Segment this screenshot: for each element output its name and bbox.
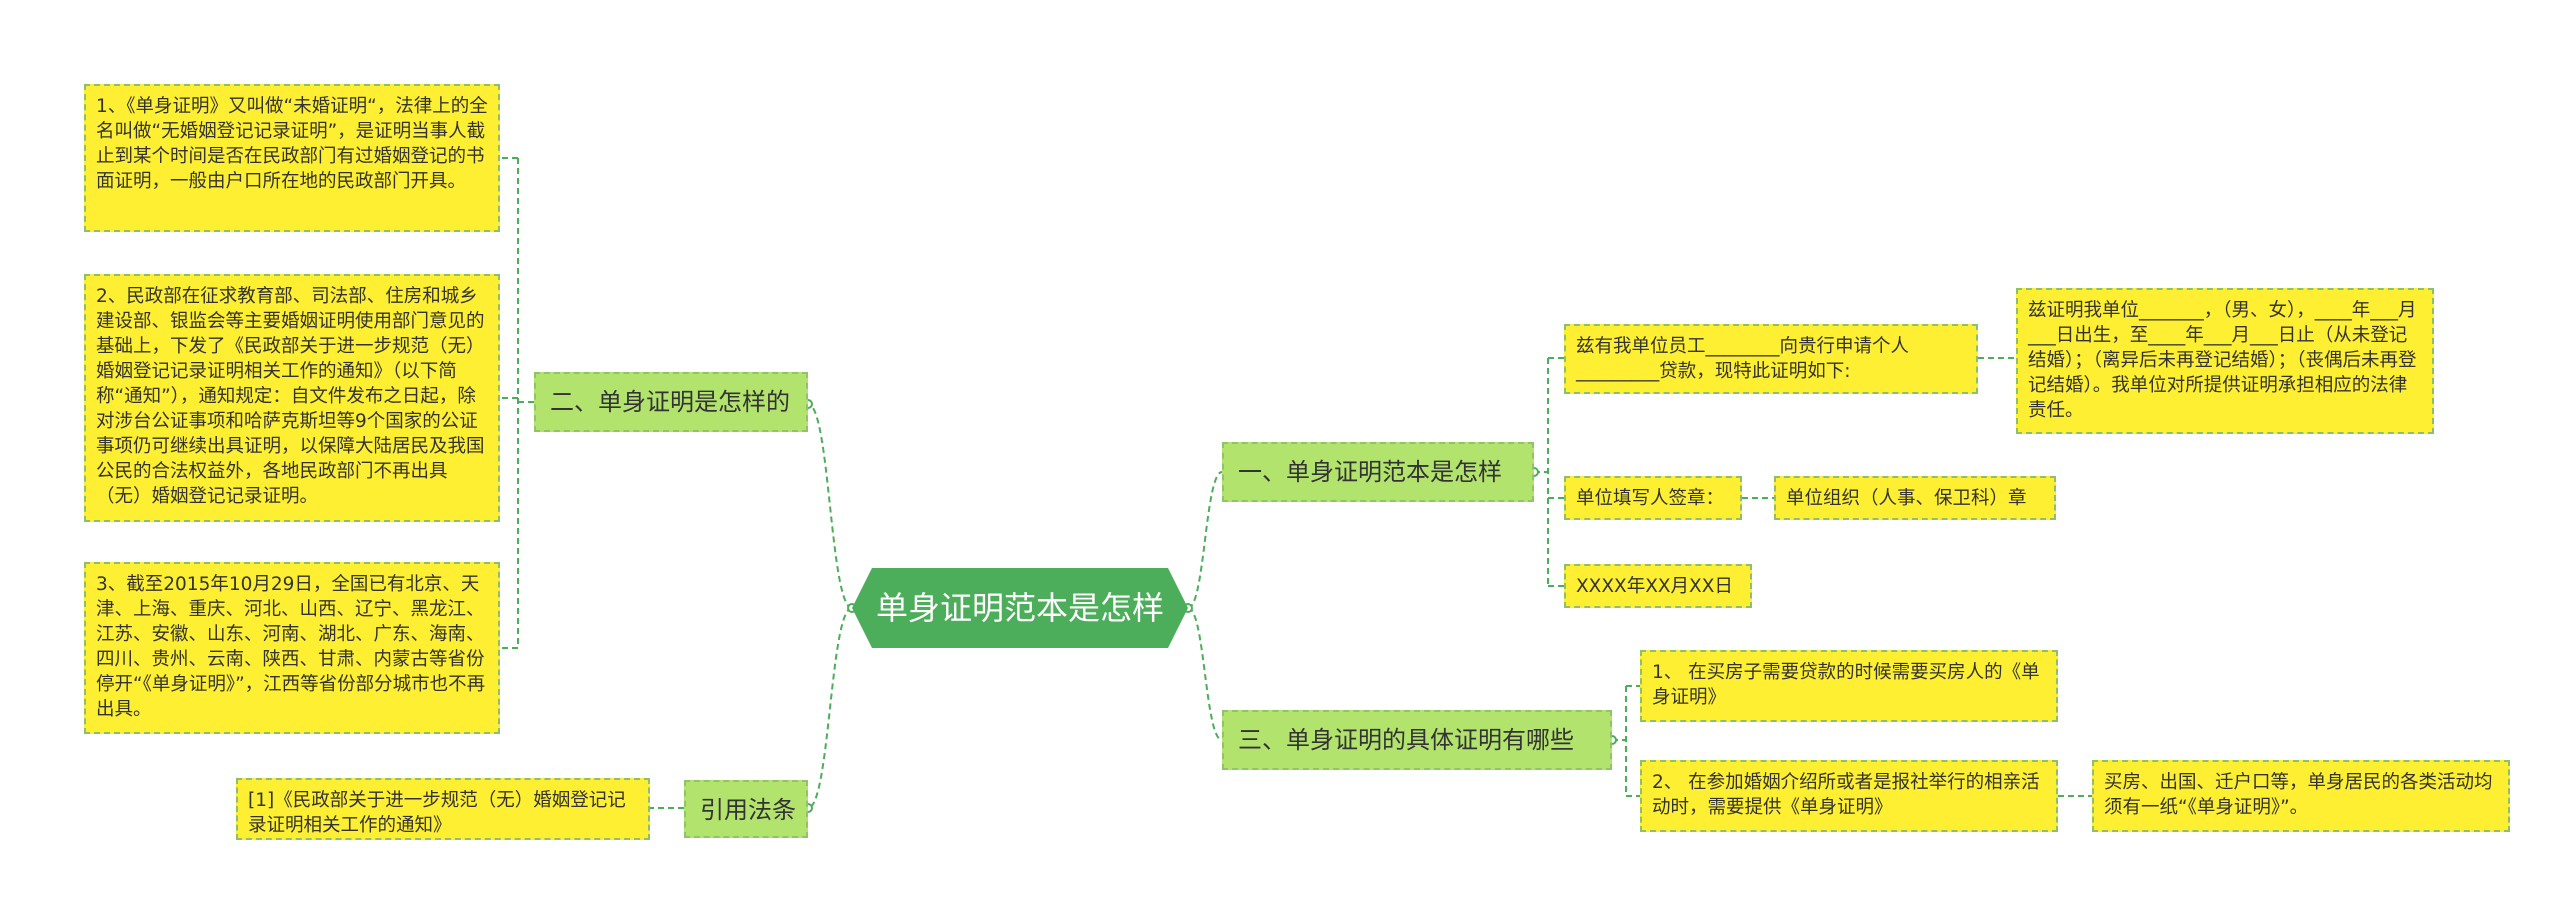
leaf-other-activities[interactable]: 买房、出国、迁户口等，单身居民的各类活动均须有一纸“《单身证明》”。 [2092,760,2510,832]
leaf-text: 兹有我单位员工________向贵行申请个人_________贷款，现特此证明如… [1576,336,1910,382]
branch-certificate-template[interactable]: 一、单身证明范本是怎样 [1222,442,1534,502]
leaf-text: XXXX年XX月XX日 [1576,576,1733,597]
leaf-text: 单位填写人签章： [1576,488,1725,509]
leaf-provinces-stopped[interactable]: 3、截至2015年10月29日，全国已有北京、天津、上海、重庆、河北、山西、辽宁… [84,562,500,734]
leaf-text: 2、民政部在征求教育部、司法部、住房和城乡建设部、银监会等主要婚姻证明使用部门意… [96,286,485,507]
leaf-text: 1、《单身证明》又叫做“未婚证明“，法律上的全名叫做“无婚姻登记记录证明”，是证… [96,96,488,192]
leaf-house-loan[interactable]: 1、 在买房子需要贷款的时候需要买房人的《单身证明》 [1640,650,2058,722]
leaf-ministry-notice[interactable]: 2、民政部在征求教育部、司法部、住房和城乡建设部、银监会等主要婚姻证明使用部门意… [84,274,500,522]
leaf-text: 单位组织（人事、保卫科）章 [1786,488,2027,509]
leaf-citation[interactable]: [1]《民政部关于进一步规范（无）婚姻登记记录证明相关工作的通知》 [236,778,650,840]
branch-cited-laws[interactable]: 引用法条 [684,780,808,838]
leaf-text: [1]《民政部关于进一步规范（无）婚姻登记记录证明相关工作的通知》 [248,790,626,836]
leaf-text: 1、 在买房子需要贷款的时候需要买房人的《单身证明》 [1652,662,2040,708]
leaf-text: 2、 在参加婚姻介绍所或者是报社举行的相亲活动时，需要提供《单身证明》 [1652,772,2040,818]
leaf-text: 兹证明我单位_______，（男、女），____年___月___日出生，至___… [2028,300,2417,421]
leaf-text: 买房、出国、迁户口等，单身居民的各类活动均须有一纸“《单身证明》”。 [2104,772,2493,818]
branch-label: 二、单身证明是怎样的 [550,388,790,416]
branch-label: 引用法条 [700,796,796,824]
branch-label: 三、单身证明的具体证明有哪些 [1238,726,1574,754]
leaf-template-body[interactable]: 兹证明我单位_______，（男、女），____年___月___日出生，至___… [2016,288,2434,434]
root-topic[interactable]: 单身证明范本是怎样 [852,568,1188,648]
root-topic-label: 单身证明范本是怎样 [875,589,1164,627]
leaf-date[interactable]: XXXX年XX月XX日 [1564,564,1752,608]
leaf-text: 3、截至2015年10月29日，全国已有北京、天津、上海、重庆、河北、山西、辽宁… [96,574,486,720]
leaf-signature[interactable]: 单位填写人签章： [1564,476,1742,520]
branch-label: 一、单身证明范本是怎样 [1238,458,1502,486]
leaf-matchmaking[interactable]: 2、 在参加婚姻介绍所或者是报社举行的相亲活动时，需要提供《单身证明》 [1640,760,2058,832]
leaf-organization-stamp[interactable]: 单位组织（人事、保卫科）章 [1774,476,2056,520]
branch-specific-uses[interactable]: 三、单身证明的具体证明有哪些 [1222,710,1612,770]
leaf-template-intro[interactable]: 兹有我单位员工________向贵行申请个人_________贷款，现特此证明如… [1564,324,1978,394]
branch-what-is-single-certificate[interactable]: 二、单身证明是怎样的 [534,372,808,432]
leaf-definition[interactable]: 1、《单身证明》又叫做“未婚证明“，法律上的全名叫做“无婚姻登记记录证明”，是证… [84,84,500,232]
